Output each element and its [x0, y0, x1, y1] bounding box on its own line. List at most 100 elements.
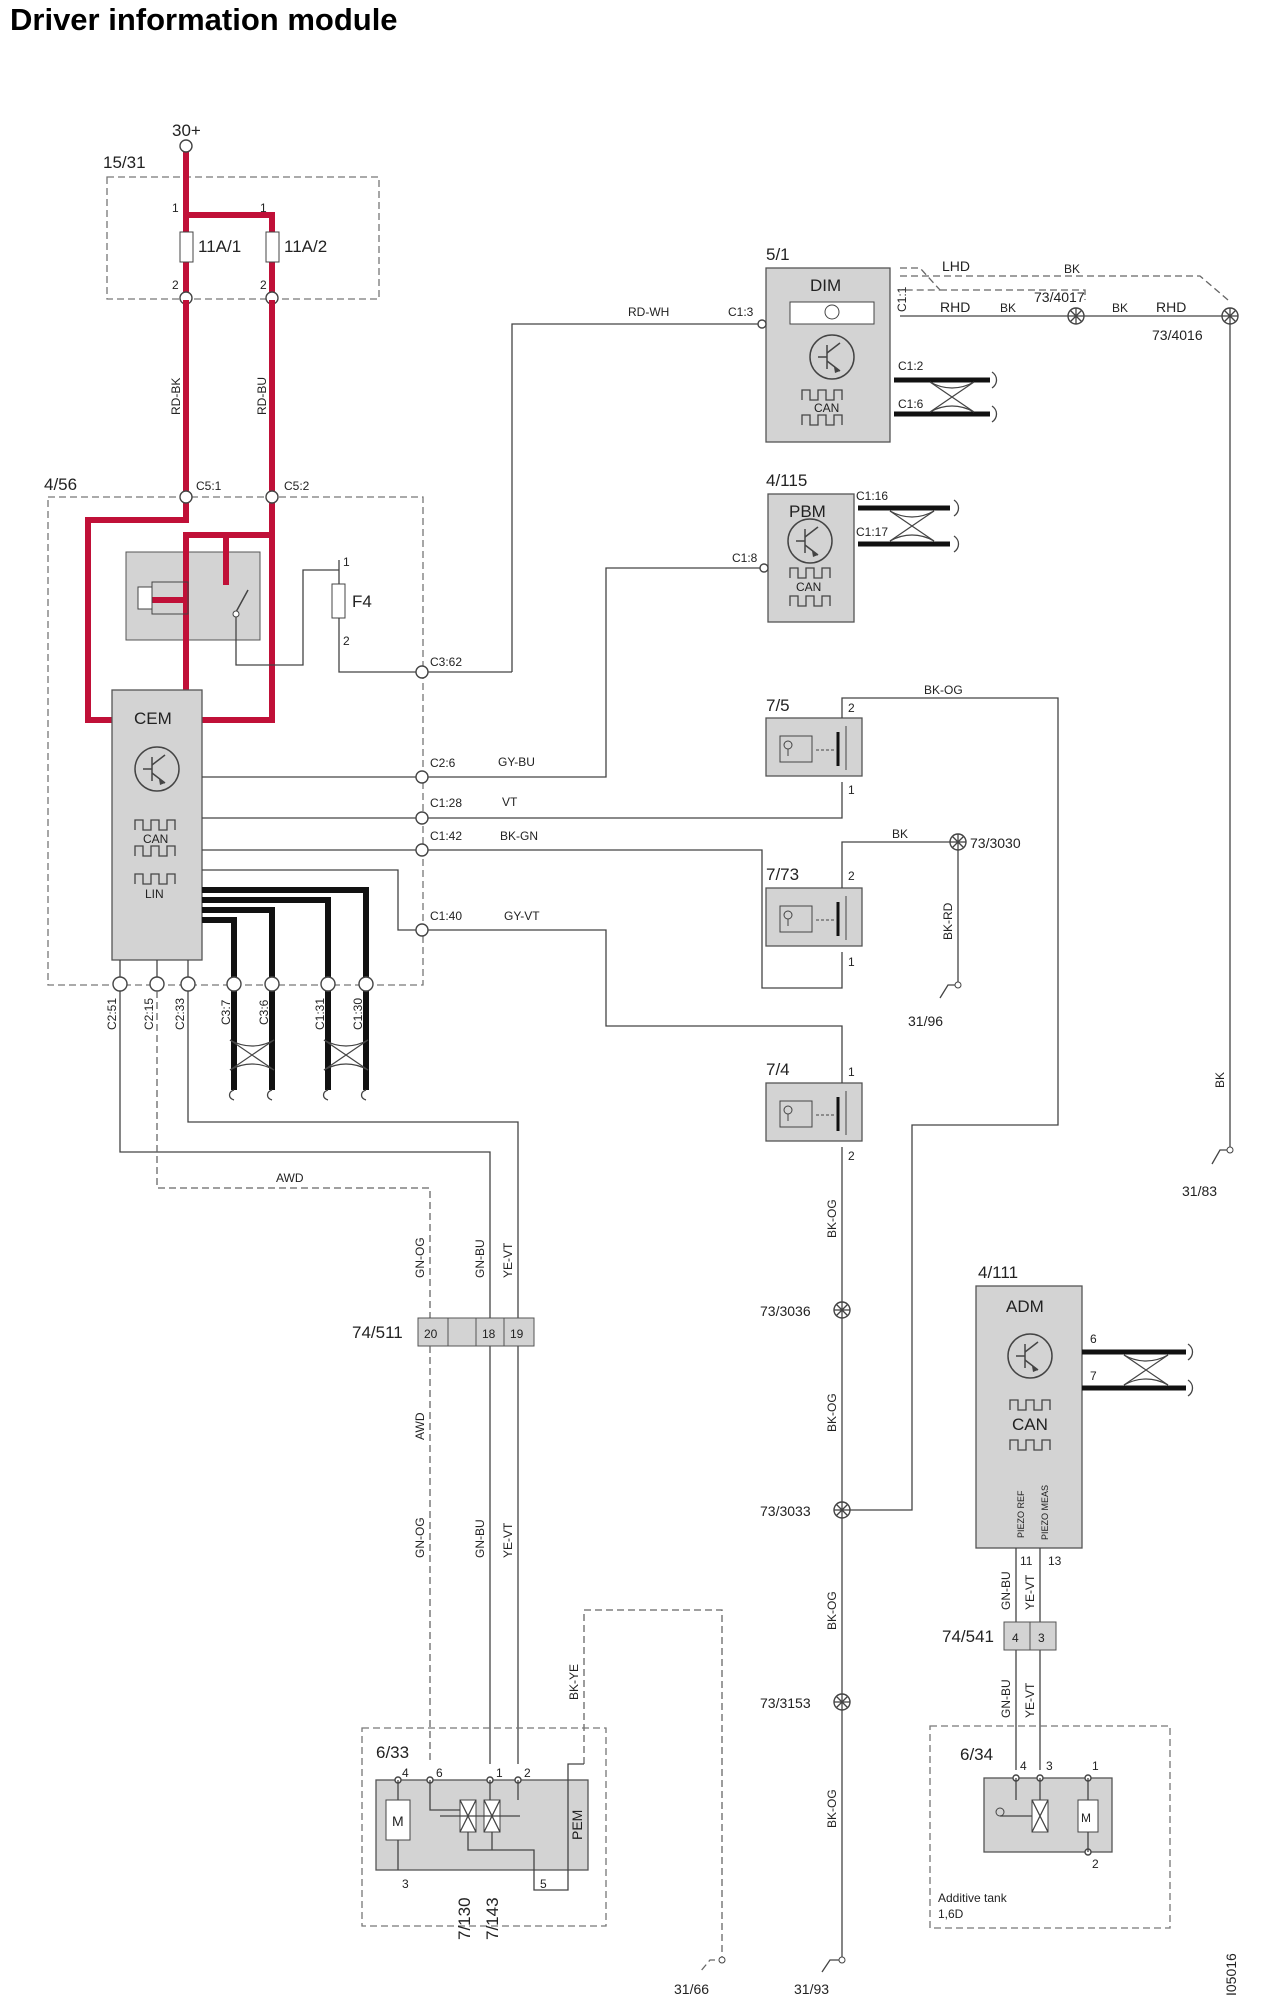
wire-rd-bk: RD-BK	[169, 378, 183, 415]
svg-text:1: 1	[343, 555, 350, 569]
pbm-module	[767, 493, 855, 623]
svg-text:2: 2	[848, 869, 855, 883]
rhd-label-1: RHD	[940, 299, 970, 315]
ground-31-96: 31/96	[908, 1013, 943, 1029]
ground-73-4017: 73/4017	[1034, 289, 1085, 305]
fuse-f4-label: F4	[352, 592, 372, 611]
pin-4: 4	[1012, 1631, 1019, 1645]
cem-lin-label: LIN	[145, 887, 164, 901]
pbm-name: PBM	[789, 502, 826, 521]
tank-motor: M	[1081, 1811, 1091, 1825]
cem-can-label: CAN	[143, 832, 168, 846]
pbm-section: 4/115 PBM CAN C1:8 GY-BU C1:16 C1:17	[428, 471, 960, 778]
pin-c3-6: C3:6	[257, 999, 271, 1025]
wire-awd-bottom: AWD	[413, 1412, 427, 1440]
fuse-11a2-label: 11A/2	[284, 237, 327, 256]
fuse-11a1	[179, 231, 194, 263]
pin-c5-2: C5:2	[284, 479, 310, 493]
adm-name: ADM	[1006, 1297, 1044, 1316]
dim-section: 5/1 DIM CAN C1:3 RD-WH C1:1 C1:2 C1:6 LH…	[428, 245, 1239, 673]
wire-rd-wh: RD-WH	[628, 305, 669, 319]
pin-c5-1: C5:1	[196, 479, 222, 493]
svg-text:3: 3	[402, 1877, 409, 1891]
adm-pin-7: 7	[1090, 1369, 1097, 1383]
svg-text:3: 3	[1046, 1759, 1053, 1773]
wire-gn-og-top: GN-OG	[413, 1237, 427, 1278]
ground-31-66: 31/66	[674, 1981, 709, 1997]
dim-module	[765, 267, 891, 443]
pem-boundary	[361, 1727, 607, 1927]
wire-gn-bu-bottom: GN-BU	[473, 1519, 487, 1558]
svg-text:1: 1	[848, 955, 855, 969]
svg-text:1: 1	[1092, 1759, 1099, 1773]
wire-bk-rhd-2: BK	[1112, 301, 1128, 315]
svg-text:4: 4	[1020, 1759, 1027, 1773]
wire-rd-bu: RD-BU	[255, 377, 269, 415]
switch-7-5-label: 7/5	[766, 696, 790, 715]
ground-73-3153: 73/3153	[760, 1695, 811, 1711]
switch-7-4-label: 7/4	[766, 1060, 790, 1079]
dim-can-label: CAN	[814, 401, 839, 415]
cem-relay	[125, 551, 261, 641]
pin-c2-33: C2:33	[173, 998, 187, 1030]
wire-gn-bu-top: GN-BU	[473, 1239, 487, 1278]
wire-bk-ye: BK-YE	[567, 1664, 581, 1700]
ground-31-93: 31/93	[794, 1981, 829, 1997]
pin-dim-c1-6: C1:6	[898, 397, 924, 411]
adm-can-label: CAN	[1012, 1415, 1048, 1434]
tank-ref: 6/34	[960, 1745, 993, 1764]
wire-bk-og-1: BK-OG	[825, 1199, 839, 1238]
pin-19: 19	[510, 1327, 524, 1341]
svg-text:1: 1	[496, 1766, 503, 1780]
svg-text:2: 2	[848, 1149, 855, 1163]
ground-73-3036: 73/3036	[760, 1303, 811, 1319]
pbm-ref: 4/115	[766, 471, 807, 490]
svg-text:1: 1	[848, 783, 855, 797]
cem-ref: 4/56	[44, 475, 77, 494]
wire-ye-vt-bottom: YE-VT	[501, 1522, 515, 1558]
wire-bk-gn: BK-GN	[500, 829, 538, 843]
wire-awd-top: AWD	[276, 1171, 304, 1185]
terminal-30-label: 30+	[172, 121, 201, 140]
svg-text:2: 2	[260, 278, 267, 292]
wire-bk-og-4: BK-OG	[825, 1789, 839, 1828]
cem-section: 4/56 C5:1 C5:2 F4 12 CEM CAN LIN C2:51 C…	[44, 475, 462, 1101]
svg-text:5: 5	[540, 1877, 547, 1891]
pem-name: PEM	[569, 1810, 585, 1840]
wire-bk-3030: BK	[892, 827, 908, 841]
svg-text:2: 2	[343, 634, 350, 648]
pin-c1-28: C1:28	[430, 796, 462, 810]
svg-text:2: 2	[524, 1766, 531, 1780]
valve-7-143: 7/143	[483, 1897, 502, 1940]
wire-bk-og-2: BK-OG	[825, 1393, 839, 1432]
tank-label-2: 1,6D	[938, 1907, 964, 1921]
fuse-11a2	[265, 231, 280, 263]
switch-7-5: 7/5 21 VT BK-OG	[428, 683, 1059, 1511]
pbm-can-label: CAN	[796, 580, 821, 594]
pin-pbm-c1-17: C1:17	[856, 525, 888, 539]
adm-piezo-ref: PIEZO REF	[1016, 1490, 1026, 1538]
wire-gy-vt: GY-VT	[504, 909, 540, 923]
fuse-f4	[331, 583, 346, 619]
pin-c2-6: C2:6	[430, 756, 456, 770]
svg-text:1: 1	[848, 1065, 855, 1079]
switch-7-73: 7/73 21 BK-GN BK 73/3030 BK-RD 31/96	[428, 827, 1021, 1029]
wire-ye-vt-top: YE-VT	[501, 1242, 515, 1278]
switch-7-4: 7/4 12 GY-VT BK-OG 73/3036 BK-OG 73/3033…	[428, 909, 864, 1997]
pin-3: 3	[1038, 1631, 1045, 1645]
pin-c3-62: C3:62	[430, 655, 462, 669]
svg-text:4: 4	[402, 1766, 409, 1780]
wire-bk-og-top: BK-OG	[924, 683, 963, 697]
pin-c2-15: C2:15	[142, 998, 156, 1030]
wire-bk-rhd-1: BK	[1000, 301, 1016, 315]
wire-bk-lhd: BK	[1064, 262, 1080, 276]
figure-id: I05016	[1223, 1953, 1239, 1996]
pin-dim-c1-3: C1:3	[728, 305, 754, 319]
adm-section: 4/111 ADM CAN PIEZO REF PIEZO MEAS 6 7 1…	[942, 1263, 1194, 1770]
ground-73-4016: 73/4016	[1152, 327, 1203, 343]
diagram-title: Driver information module	[10, 2, 398, 37]
svg-text:2: 2	[172, 278, 179, 292]
pem-motor: M	[392, 1813, 404, 1829]
